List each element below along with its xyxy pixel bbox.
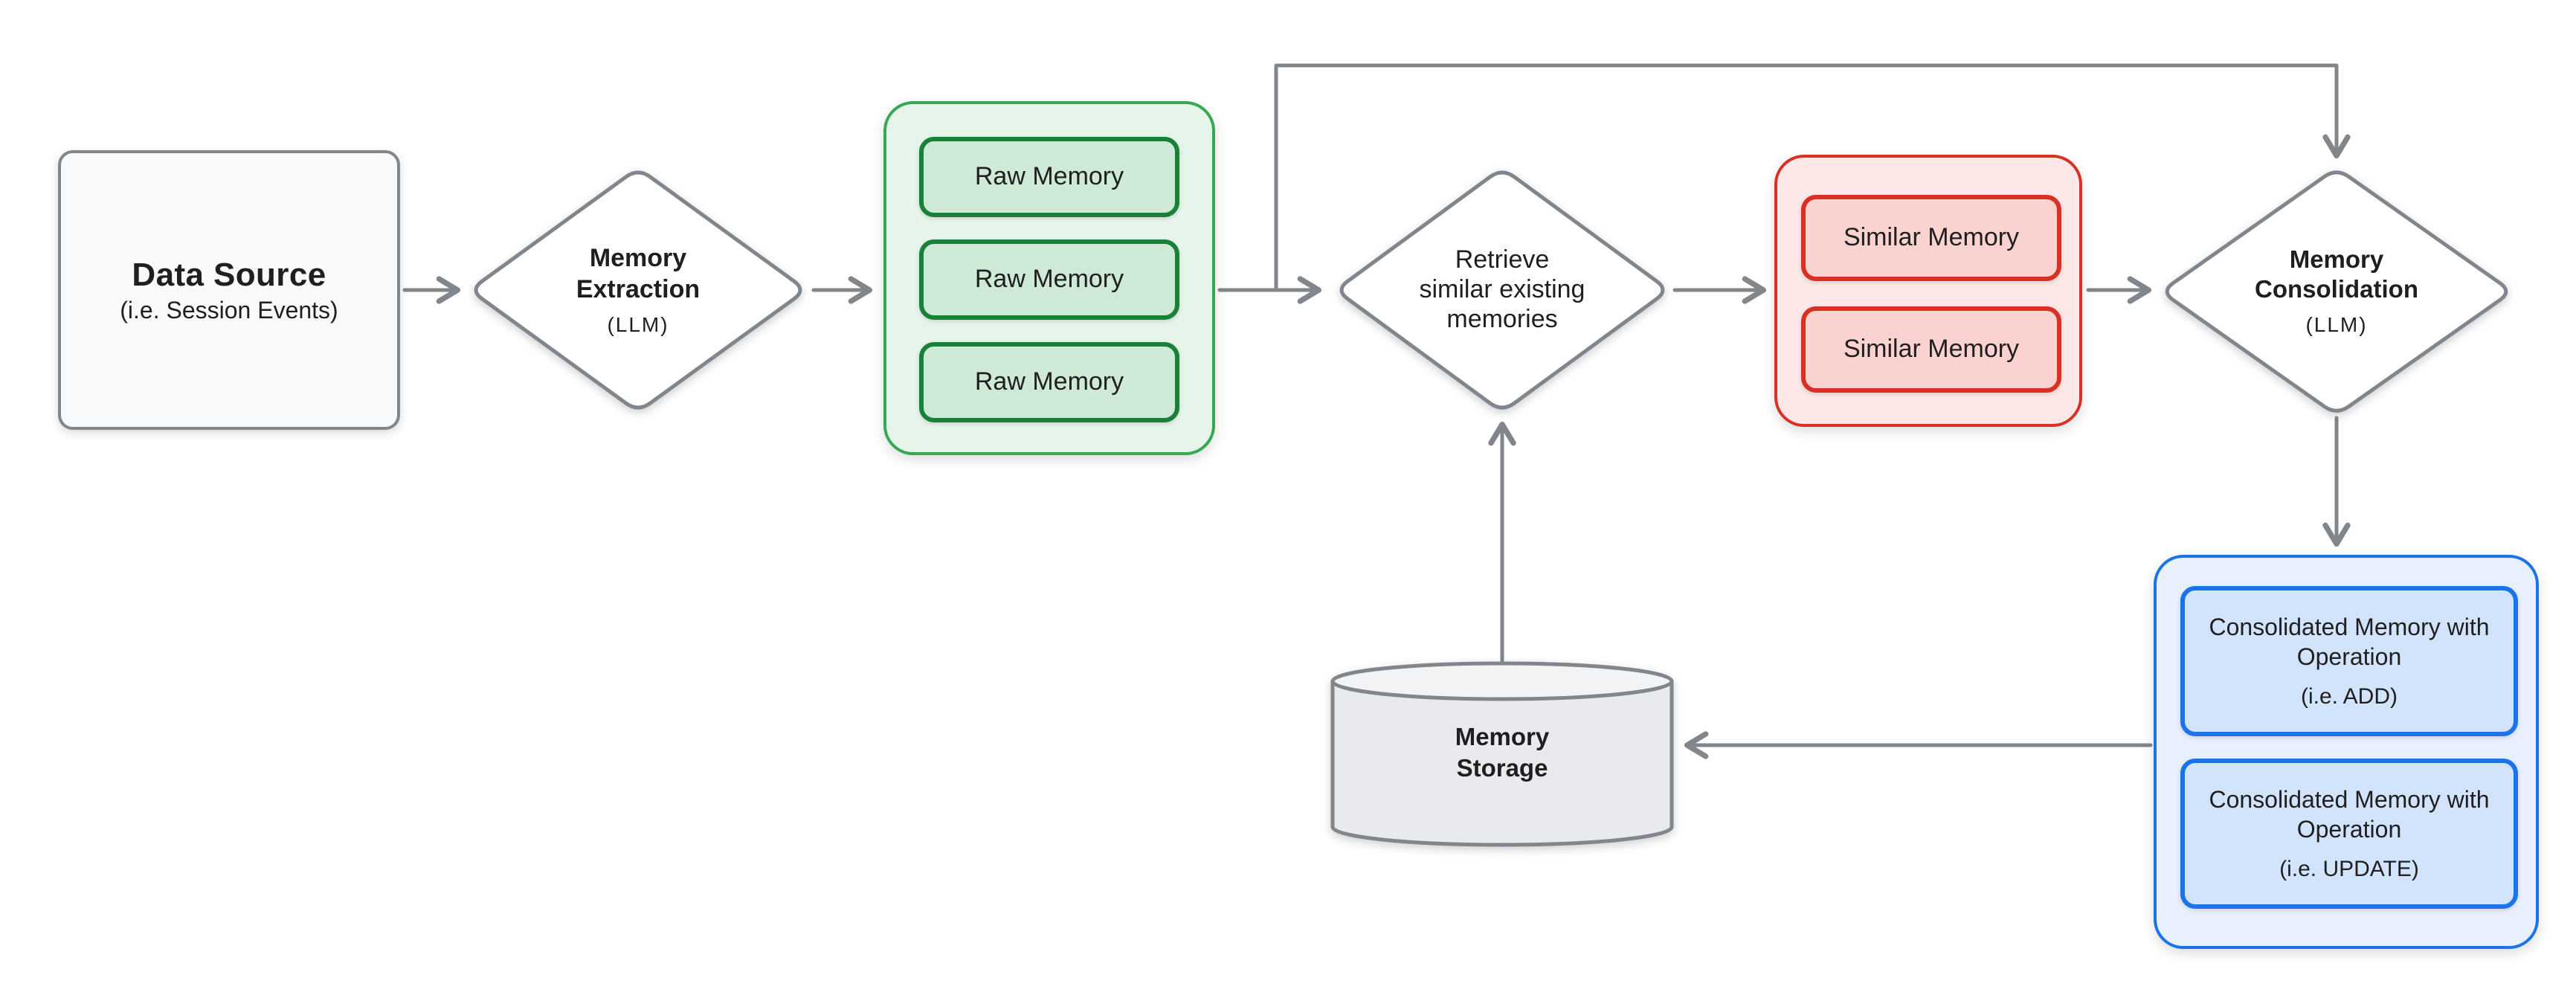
raw-memory-chip: Raw Memory xyxy=(919,342,1179,422)
memory-consolidation-diamond xyxy=(2165,170,2508,413)
data-source-node: Data Source (i.e. Session Events) xyxy=(58,150,400,430)
flow-shapes xyxy=(474,170,2508,847)
similar-memory-label: Similar Memory xyxy=(1843,223,2020,251)
consolidated-memory-title: Consolidated Memory with Operation xyxy=(2209,615,2490,670)
memory-extraction-title: Memory Extraction xyxy=(576,244,701,303)
retrieve-similar-label: Retrieve similar existing memories xyxy=(1404,217,1600,363)
raw-memory-label: Raw Memory xyxy=(974,265,1124,293)
similar-memory-group: Similar Memory Similar Memory xyxy=(1774,155,2082,427)
raw-memory-chip: Raw Memory xyxy=(919,137,1179,217)
raw-memory-chip: Raw Memory xyxy=(919,239,1179,320)
memory-storage-cylinder-top xyxy=(1330,661,1674,701)
raw-memory-group: Raw Memory Raw Memory Raw Memory xyxy=(883,101,1215,455)
retrieve-similar-diamond xyxy=(1339,170,1665,410)
consolidated-memory-operation: (i.e. UPDATE) xyxy=(2279,856,2419,881)
raw-memory-label: Raw Memory xyxy=(974,367,1124,396)
consolidated-memory-chip: Consolidated Memory with Operation (i.e.… xyxy=(2180,586,2518,736)
consolidated-memory-operation: (i.e. ADD) xyxy=(2300,683,2398,709)
memory-storage-label: Memory Storage xyxy=(1353,696,1651,812)
memory-consolidation-title: Memory Consolidation xyxy=(2255,247,2418,303)
memory-storage-cylinder-body xyxy=(1330,679,1674,847)
memory-consolidation-subtitle: (LLM) xyxy=(2305,312,2368,336)
data-source-subtitle: (i.e. Session Events) xyxy=(120,298,338,324)
memory-storage-title: Memory Storage xyxy=(1455,724,1550,782)
retrieve-similar-title: Retrieve similar existing memories xyxy=(1419,245,1585,334)
similar-memory-chip: Similar Memory xyxy=(1801,195,2061,281)
similar-memory-chip: Similar Memory xyxy=(1801,306,2061,393)
arrow-feedback-raw-to-consolidation xyxy=(1274,63,2351,292)
memory-extraction-diamond xyxy=(474,170,802,410)
memory-extraction-subtitle: (LLM) xyxy=(607,312,669,336)
consolidated-memory-chip: Consolidated Memory with Operation (i.e.… xyxy=(2180,759,2518,909)
consolidated-memory-group: Consolidated Memory with Operation (i.e.… xyxy=(2154,555,2539,949)
data-source-title: Data Source xyxy=(132,255,326,292)
connector-arrows xyxy=(402,63,2351,759)
consolidated-memory-title: Consolidated Memory with Operation xyxy=(2209,788,2490,843)
raw-memory-label: Raw Memory xyxy=(974,162,1124,190)
memory-consolidation-label: Memory Consolidation (LLM) xyxy=(2218,219,2456,364)
similar-memory-label: Similar Memory xyxy=(1843,335,2020,363)
memory-extraction-label: Memory Extraction (LLM) xyxy=(527,217,750,363)
